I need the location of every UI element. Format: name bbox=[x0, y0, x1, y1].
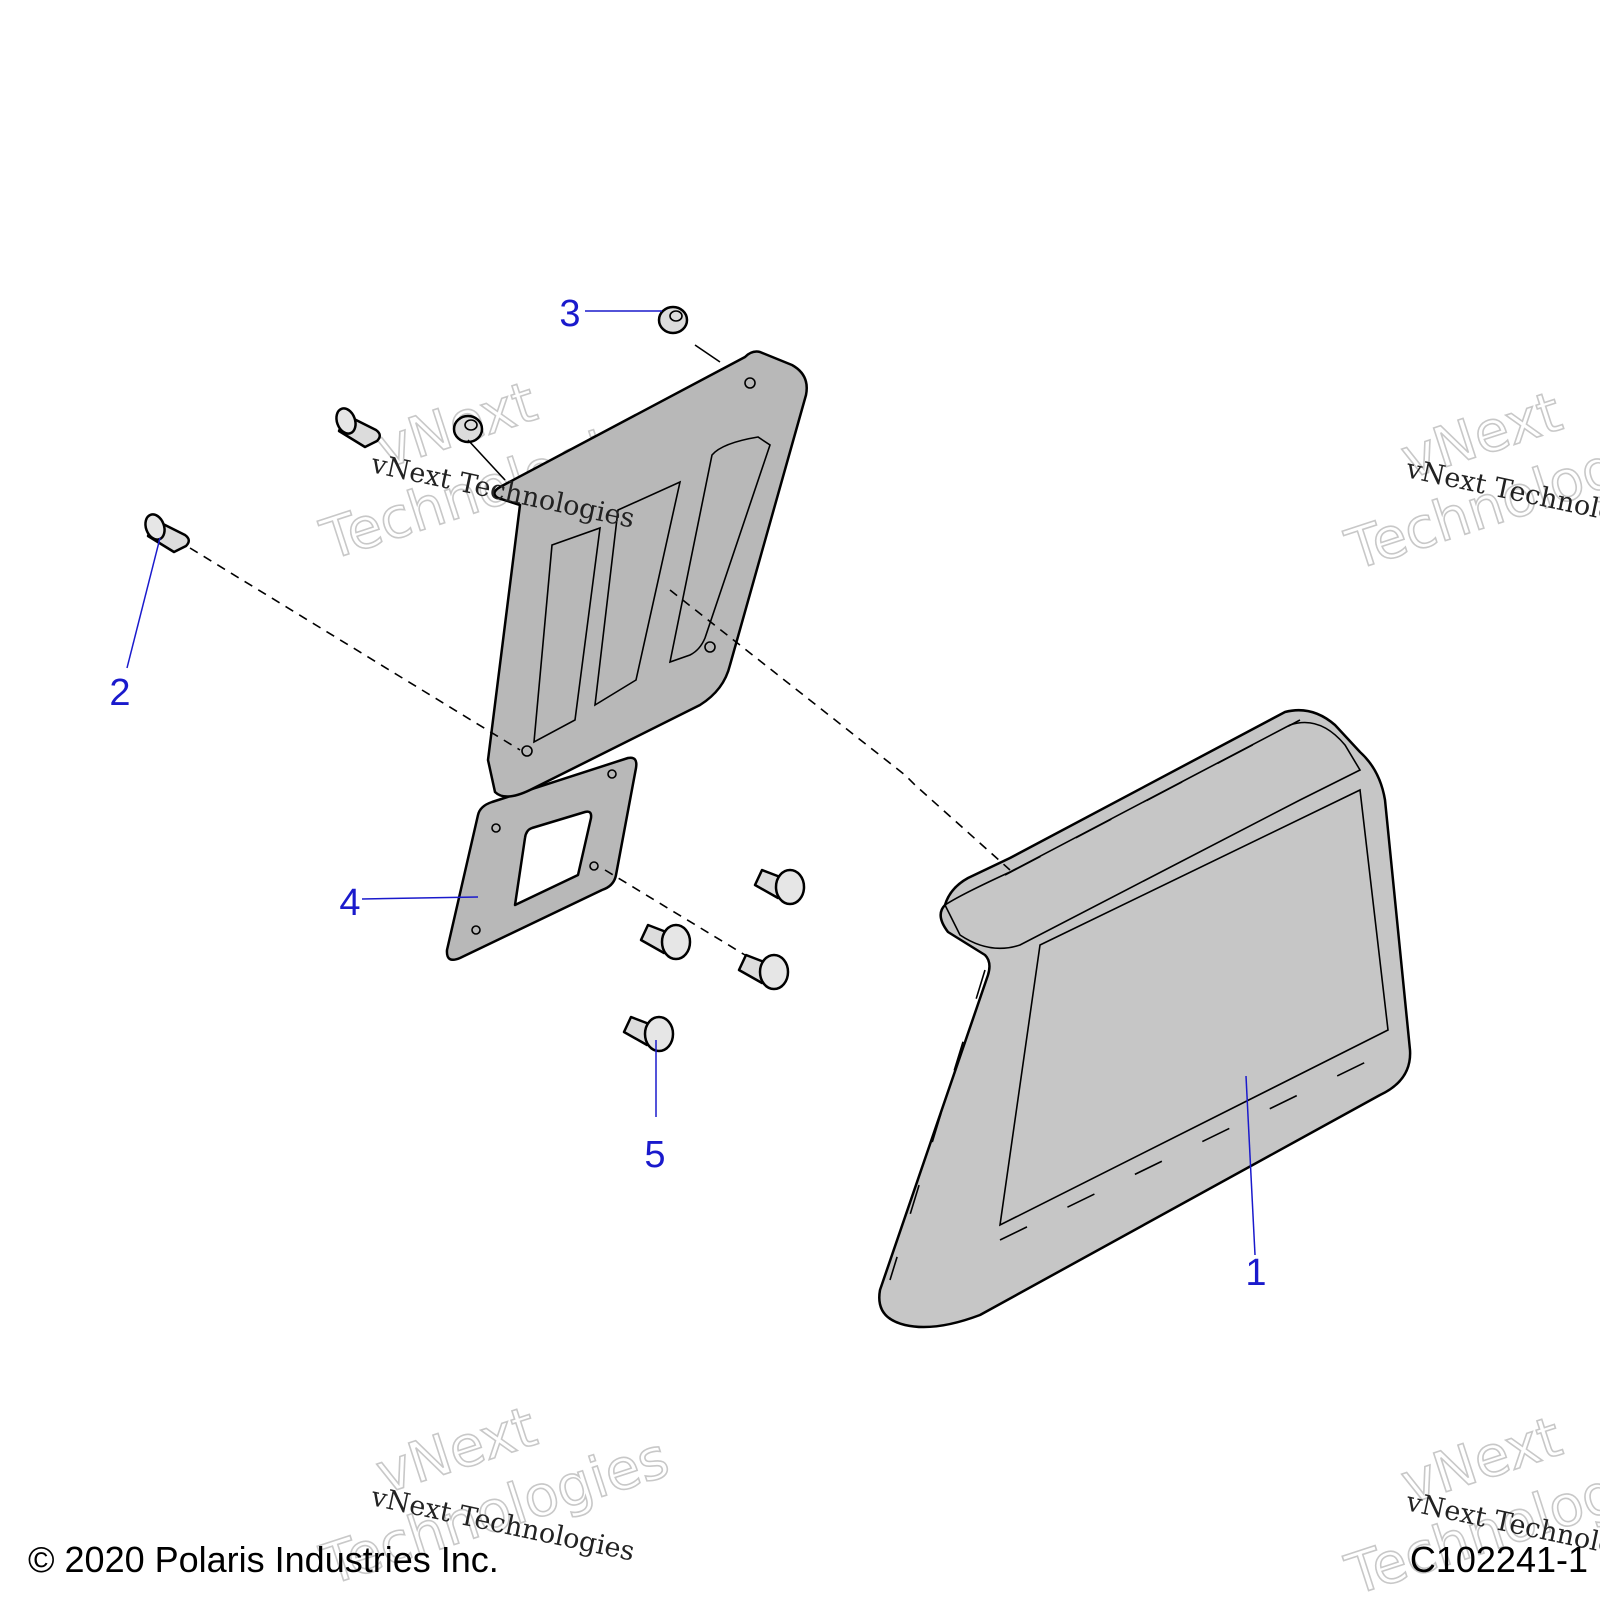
drawing-id: C102241-1 bbox=[1410, 1539, 1588, 1580]
screw-b bbox=[639, 923, 692, 961]
leader-lines bbox=[126, 310, 1256, 1256]
callout-1: 1 bbox=[1245, 1252, 1266, 1294]
callout-5: 5 bbox=[644, 1134, 665, 1176]
nut-lower bbox=[452, 414, 484, 444]
callout-3: 3 bbox=[559, 293, 580, 335]
main-bracket bbox=[486, 350, 808, 798]
rivet-upper bbox=[335, 407, 381, 449]
part-5-screw bbox=[622, 1015, 675, 1053]
callout-4: 4 bbox=[339, 882, 360, 924]
copyright-text: © 2020 Polaris Industries Inc. bbox=[28, 1539, 499, 1580]
screw-c bbox=[737, 953, 790, 991]
screw-a bbox=[753, 868, 806, 906]
callout-2: 2 bbox=[109, 672, 130, 714]
part-1-cover-panel bbox=[878, 708, 1412, 1329]
part-2-rivet bbox=[144, 513, 190, 554]
part-3-nut bbox=[657, 305, 689, 335]
assembly-lines bbox=[189, 344, 1011, 956]
part-4-lower-bracket bbox=[445, 756, 638, 961]
